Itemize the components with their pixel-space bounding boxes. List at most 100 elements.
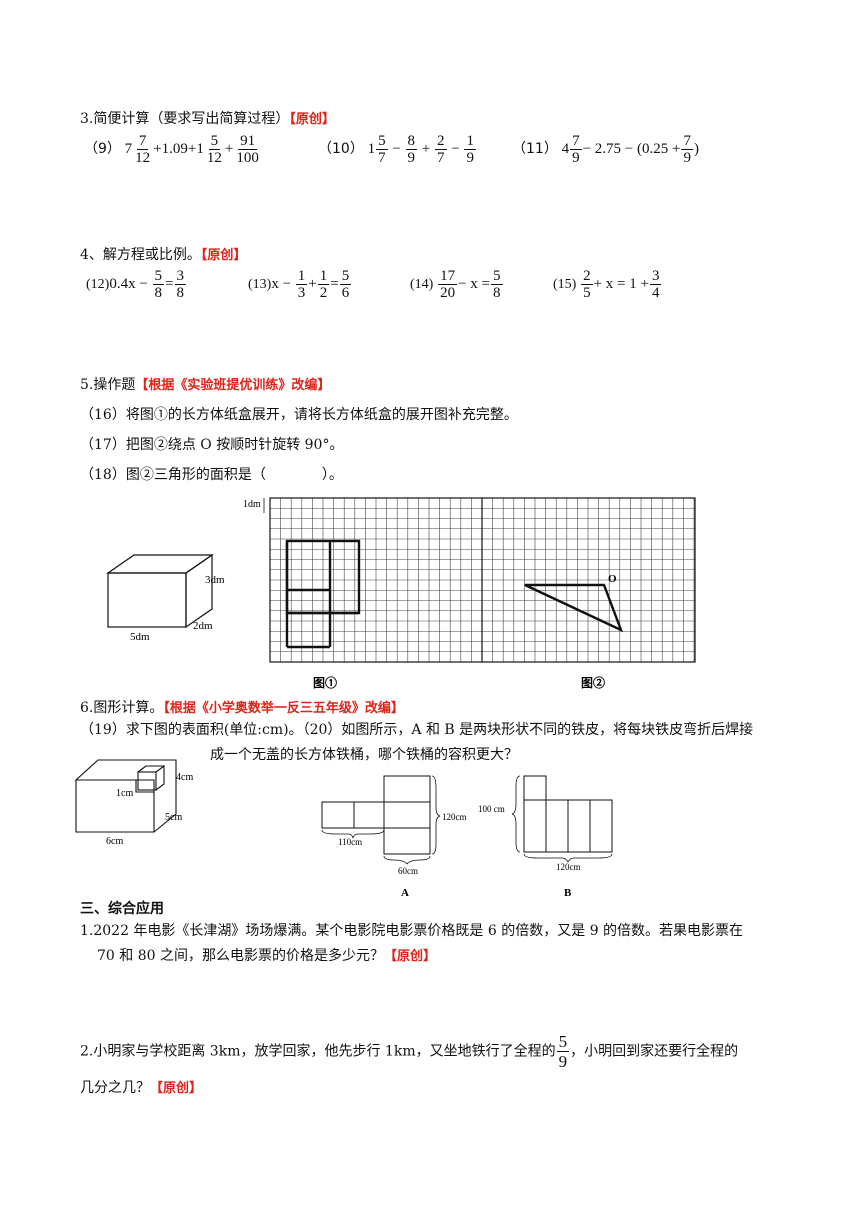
expr: − 2.75 − (0.25 +: [582, 140, 681, 157]
question-2-text-2: ，小明回到家还要行全程的: [570, 1043, 739, 1060]
numerator: 7: [681, 133, 693, 150]
figure-2-label: 图②: [581, 675, 605, 690]
numerator: 7: [570, 133, 582, 150]
whole: 1: [367, 140, 376, 157]
denominator: 9: [407, 150, 416, 166]
question-2-cont: 几分之几？【原创】: [80, 1077, 202, 1097]
numerator: 1: [464, 133, 476, 150]
denominator: 7: [378, 150, 386, 166]
question-20-cont: 成一个无盖的长方体铁桶，哪个铁桶的容积更大？: [210, 747, 518, 763]
question-1-cont: 70 和 80 之间，那么电影票的价格是多少元？【原创】: [97, 945, 436, 965]
question-19: （19）求下图的表面积(单位:cm)。: [80, 722, 303, 738]
expr: 0.4x −: [109, 275, 148, 292]
section-3-title: 3.简便计算（要求写出简算过程）【原创】: [80, 108, 335, 128]
numerator: 5: [376, 133, 388, 150]
grid-unit-label: 1dm: [243, 499, 261, 510]
denominator: 2: [319, 285, 328, 301]
stepped-solid-figure: 4cm 1cm 5cm 6cm: [74, 759, 193, 847]
whole: 7: [124, 140, 133, 157]
b-width-label: 120cm: [556, 862, 581, 872]
denominator: 3: [297, 285, 306, 301]
numerator: 2: [581, 268, 593, 285]
denominator: 12: [135, 150, 151, 166]
numerator: 2: [435, 133, 447, 150]
whole: 4: [561, 140, 570, 157]
numerator: 5: [556, 1032, 570, 1052]
denominator: 8: [154, 285, 163, 301]
denominator: 8: [176, 285, 185, 301]
denominator: 9: [466, 150, 474, 166]
numerator: 8: [405, 133, 418, 150]
section-5-text: 5.操作题: [80, 377, 136, 393]
section-6-text: 6.图形计算。: [80, 700, 164, 716]
problem-label: （10）: [318, 140, 364, 157]
sheet-b-figure: 100 cm 120cm B: [478, 775, 613, 899]
denominator: 9: [683, 150, 691, 166]
width-label: 5dm: [130, 631, 150, 643]
cut-label: 1cm: [116, 788, 133, 799]
numerator: 1: [317, 268, 330, 285]
section-3-text: 3.简便计算（要求写出简算过程）: [80, 111, 290, 127]
expr: − x =: [458, 275, 490, 292]
cuboid-figure: 3dm 5dm 2dm: [106, 553, 225, 643]
triangle: [524, 583, 624, 633]
denominator: 4: [651, 285, 660, 301]
depth-label: 5cm: [165, 812, 182, 823]
section-5-title: 5.操作题【根据《实验班提优训练》改编】: [80, 374, 330, 394]
numerator: 7: [136, 133, 149, 150]
denominator: 8: [493, 285, 501, 301]
numerator: 3: [649, 268, 662, 285]
section-4-text: 4、解方程或比例。: [80, 247, 201, 263]
source-tag: 【根据《小学奥数举一反三五年级》改编】: [163, 701, 404, 716]
question-20: （20）如图所示，A 和 B 是两块形状不同的铁皮，将每块铁皮弯折后焊接: [302, 722, 754, 738]
numerator: 3: [174, 268, 187, 285]
operator: =: [330, 275, 339, 292]
expr: x −: [271, 275, 292, 292]
question-2-text-3: 几分之几？: [80, 1080, 150, 1096]
figure-1-label: 图①: [313, 675, 337, 690]
a-base-label: 60cm: [398, 866, 418, 876]
question-1-text: 70 和 80 之间，那么电影票的价格是多少元？: [97, 948, 384, 964]
question-16: （16）将图①的长方体纸盒展开，请将长方体纸盒的展开图补充完整。: [80, 407, 518, 423]
b-height-label: 100 cm: [478, 804, 505, 814]
numerator: 5: [208, 133, 221, 150]
operator: +: [224, 140, 234, 157]
a-height-label: 120cm: [442, 812, 467, 822]
source-tag: 【根据《实验班提优训练》改编】: [135, 378, 331, 393]
denominator: 9: [558, 1052, 568, 1071]
grid-figure: 1dm O 图① 图②: [243, 497, 696, 690]
denominator: 12: [206, 150, 222, 166]
denominator: 100: [236, 150, 259, 166]
operator: −: [451, 140, 460, 157]
denominator: 9: [572, 150, 580, 166]
question-2-text: 2.小明家与学校距离 3km，放学回家，他先步行 1km，又坐地铁行了全程的: [80, 1043, 556, 1060]
operator: −: [392, 140, 401, 157]
numerator: 5: [152, 268, 165, 285]
expr: + x = 1 +: [593, 275, 649, 292]
source-tag: 【原创】: [289, 112, 335, 127]
operator: +: [308, 275, 317, 292]
sheet-a-figure: 110cm 120cm 60cm A: [321, 775, 467, 899]
source-tag: 【原创】: [383, 949, 436, 964]
denominator: 5: [583, 285, 591, 301]
denominator: 7: [437, 150, 445, 166]
